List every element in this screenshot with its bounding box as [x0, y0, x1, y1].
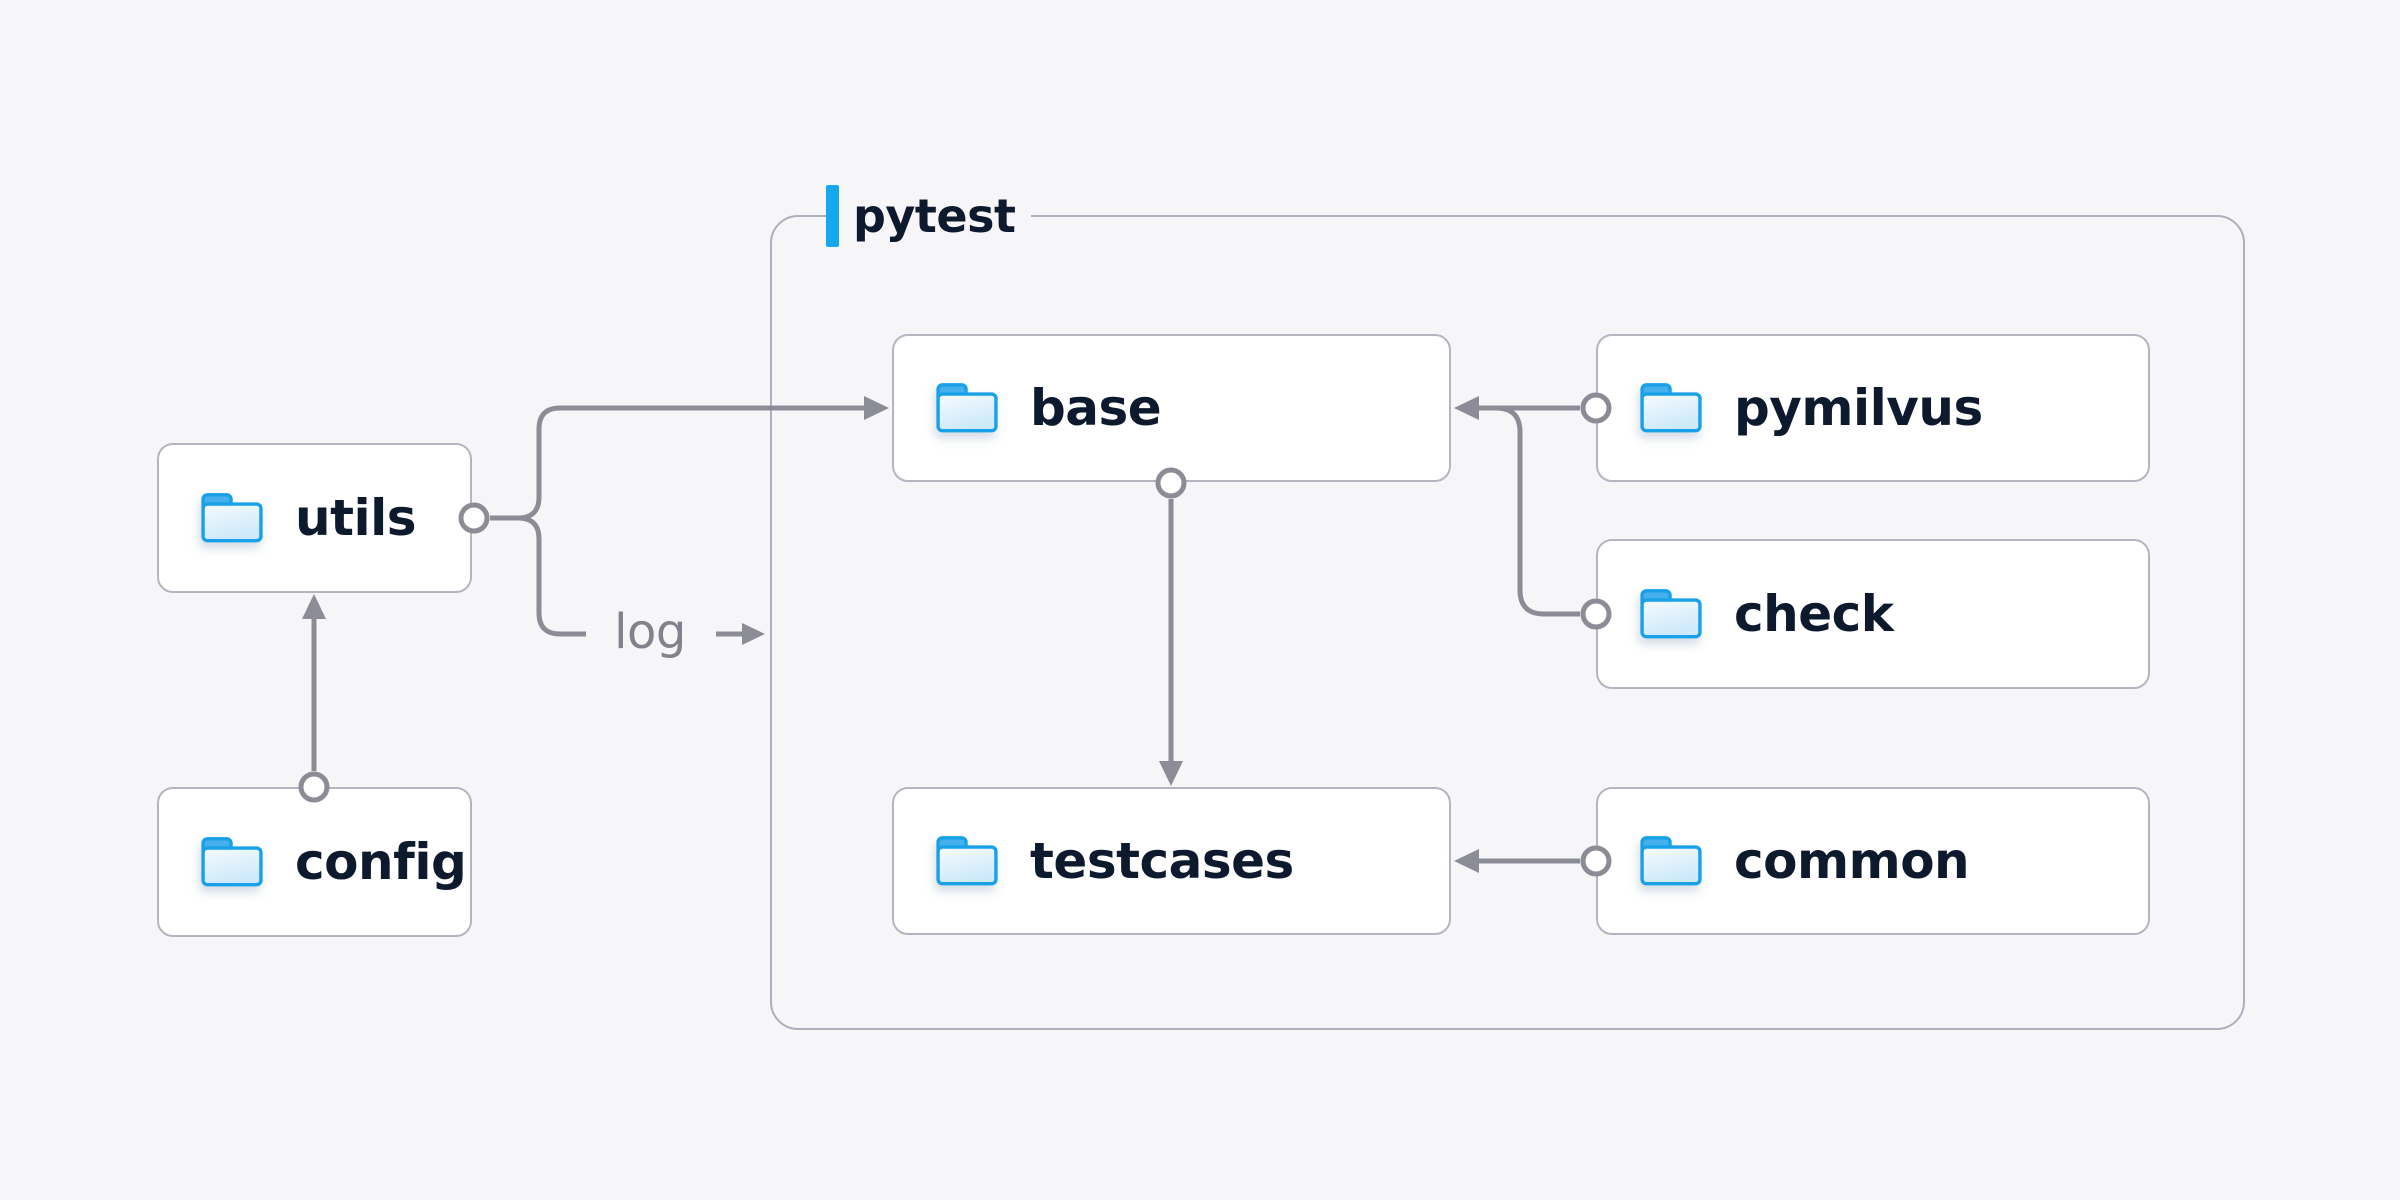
node-label: base [1030, 379, 1162, 437]
folder-icon [934, 834, 1000, 888]
node-config: config [157, 787, 472, 937]
pytest-container [770, 215, 2245, 1030]
node-testcases: testcases [892, 787, 1451, 935]
node-label: config [295, 833, 467, 891]
node-common: common [1596, 787, 2150, 935]
node-label: check [1734, 585, 1894, 643]
arrowhead-up-icon [302, 594, 326, 619]
folder-icon [1638, 587, 1704, 641]
arrowhead-right-icon [742, 623, 765, 645]
folder-icon [199, 491, 265, 545]
node-check: check [1596, 539, 2150, 689]
node-label: common [1734, 832, 1970, 890]
node-pymilvus: pymilvus [1596, 334, 2150, 482]
node-label: utils [295, 489, 417, 547]
edge-line [517, 515, 586, 637]
folder-icon [934, 381, 1000, 435]
node-utils: utils [157, 443, 472, 593]
folder-icon [199, 835, 265, 889]
accent-bar [826, 185, 839, 247]
folder-icon [1638, 381, 1704, 435]
edge-config-to-utils [298, 594, 330, 803]
folder-icon [1638, 834, 1704, 888]
pytest-container-label: pytest [826, 185, 1032, 247]
edge-label-log: log [614, 603, 686, 660]
node-label: pymilvus [1734, 379, 1983, 437]
pytest-label-text: pytest [853, 189, 1016, 243]
node-base: base [892, 334, 1451, 482]
node-label: testcases [1030, 832, 1294, 890]
